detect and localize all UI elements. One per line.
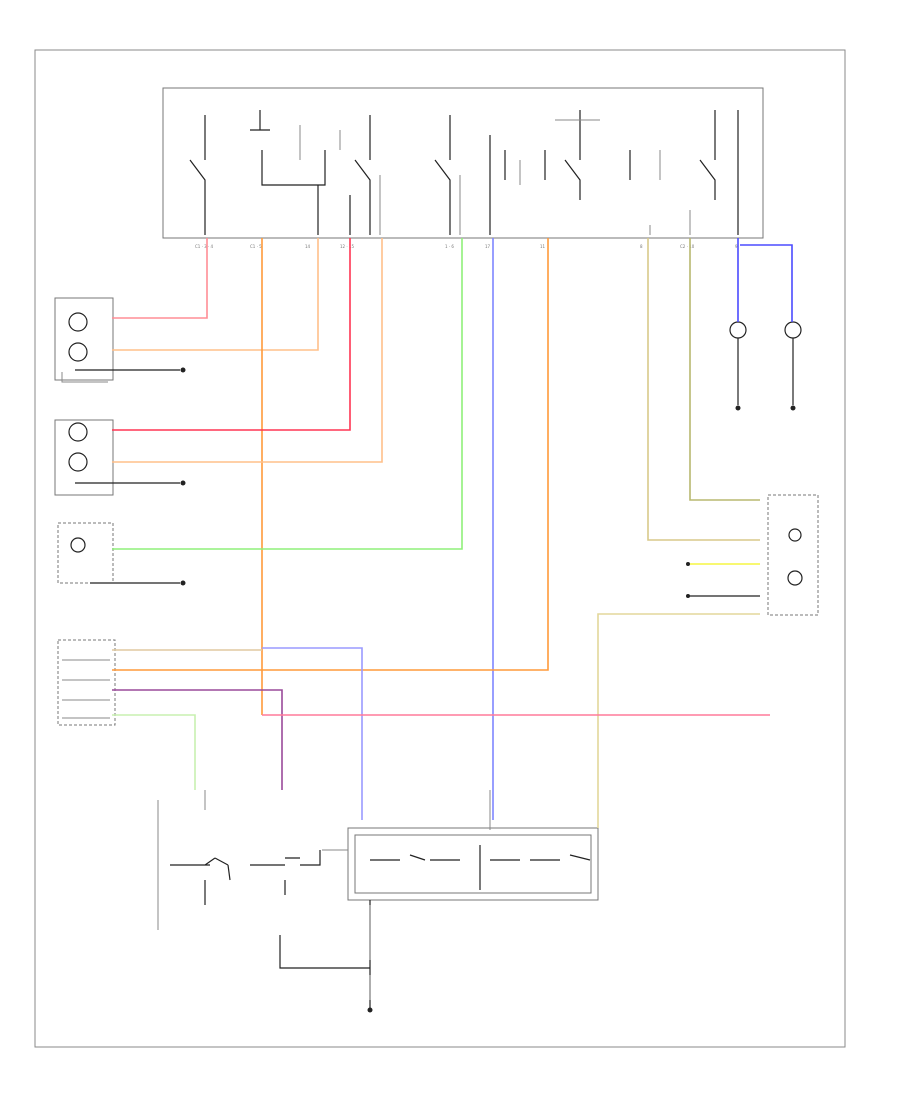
front-side-lamp — [686, 494, 819, 616]
svg-text:14: 14 — [305, 244, 311, 249]
svg-text:C2 · 10: C2 · 10 — [680, 244, 695, 249]
left-headlamp — [54, 297, 186, 383]
svg-text:9: 9 — [735, 244, 738, 249]
instrument-cluster — [57, 522, 186, 586]
right-headlamp — [54, 419, 186, 496]
wire-red-bright — [112, 238, 351, 431]
wire-blue-right — [737, 238, 793, 322]
svg-text:17: 17 — [485, 244, 491, 249]
fuse-relay-box: C1 · 3 · 4 C1 · 5 14 12 · 15 1 · 6 17 11… — [162, 87, 764, 249]
svg-text:C1 · 5: C1 · 5 — [250, 244, 262, 249]
svg-text:C1 · 3 · 4: C1 · 3 · 4 — [195, 244, 214, 249]
wire-red — [112, 238, 208, 319]
headlamp-switch-module — [57, 639, 116, 726]
wire-tan-lower — [597, 613, 760, 828]
wire-purple — [112, 689, 283, 790]
svg-text:8: 8 — [640, 244, 643, 249]
svg-text:1 · 6: 1 · 6 — [445, 244, 454, 249]
wire-light-orange-2 — [112, 238, 383, 463]
diagram-frame — [34, 49, 846, 1048]
wire-olive — [689, 238, 760, 501]
wires — [112, 238, 793, 828]
svg-text:11: 11 — [540, 244, 546, 249]
wire-green — [112, 238, 463, 550]
tail-lamps — [729, 321, 802, 411]
wire-orange-right — [112, 238, 549, 671]
wire-tan — [647, 238, 760, 541]
combination-switch — [157, 800, 599, 1013]
wire-light-blue-switch — [262, 647, 363, 820]
wire-green-switch — [112, 714, 196, 790]
wire-light-orange-1 — [112, 238, 319, 351]
svg-text:12 · 15: 12 · 15 — [340, 244, 354, 249]
